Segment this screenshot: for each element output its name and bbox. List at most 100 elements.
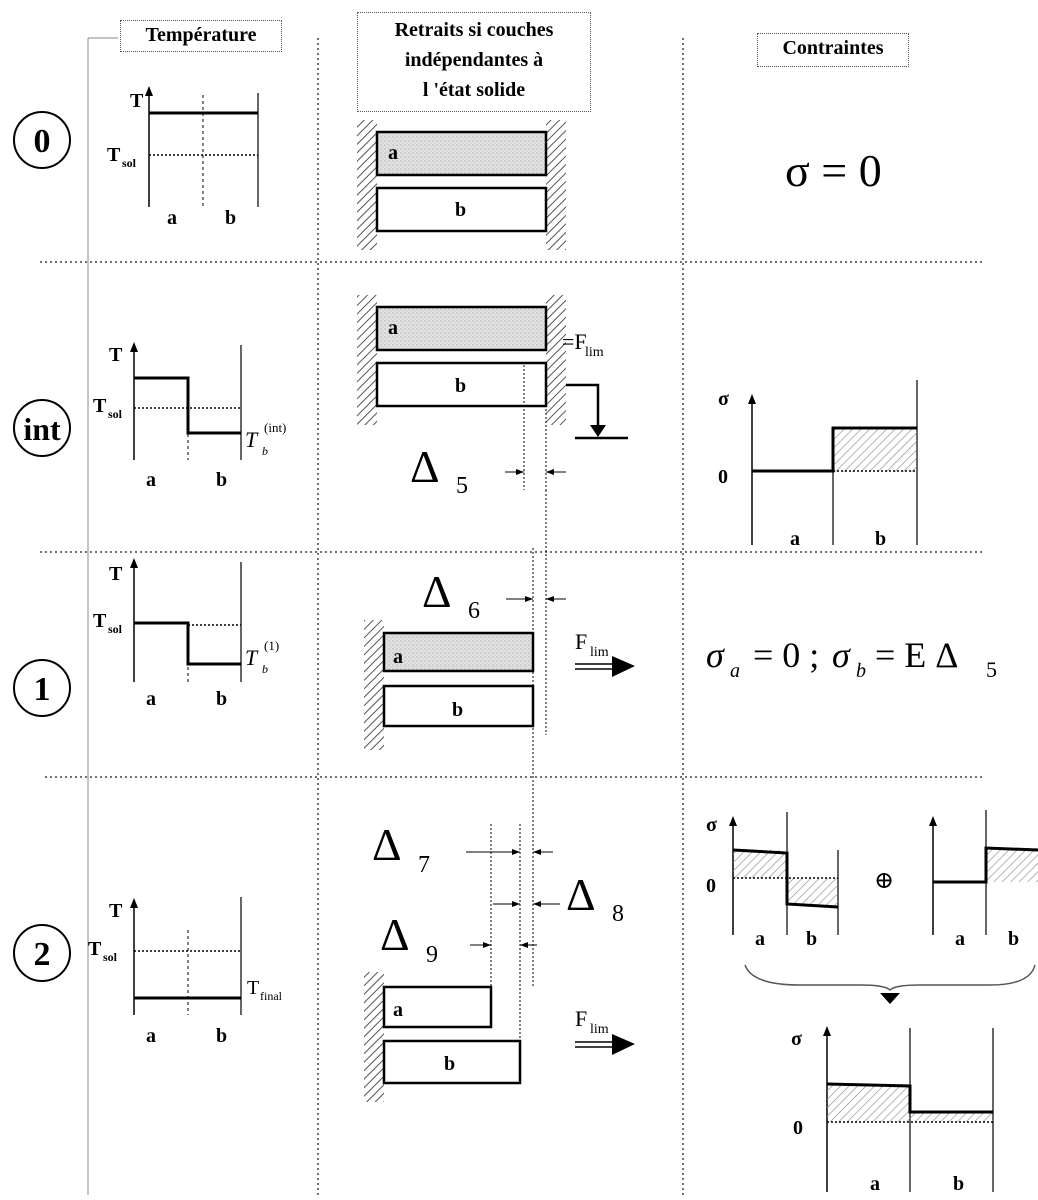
temp-int-Tb-sup: (int) [264,420,286,435]
stress-2l-sigma: σ [706,814,717,836]
temp-int-Tb: T [245,427,259,452]
stress-2l-b: b [806,928,817,950]
row-label-0-text: 0 [34,123,51,160]
retrait-row1 [364,490,635,988]
temp-1-Tsol: T [93,610,107,632]
retrait-2-delta7-sub: 7 [418,852,430,878]
row-label-0: 0 [13,111,71,169]
temp-1-T: T [109,563,123,585]
row-label-int: int [13,399,71,457]
temp-row0-b: b [225,207,236,229]
temp-2-Tfinal-sub: final [260,989,283,1003]
temp-2-T: T [109,900,123,922]
equation-row0: σ = 0 [785,145,882,196]
stress-2r-b: b [1008,928,1019,950]
row-label-2: 2 [13,924,71,982]
retrait-2-delta7: Δ [372,819,402,870]
temp-1-b: b [216,688,227,710]
retrait-int-flim-sub: lim [585,345,604,360]
temp-int-Tsol-sub: sol [108,407,123,421]
temp-plot-row-int [130,342,242,460]
stress-2res-zero: 0 [793,1117,803,1139]
equation-row1: σ a = 0 ; σ b = E Δ 5 [706,635,997,682]
temp-2-Tsol: T [88,938,102,960]
stress-int-sigma: σ [718,388,729,410]
retrait-int-flim: =F [562,329,587,354]
retrait-row0 [357,120,566,250]
oplus-icon: ⊕ [874,868,894,894]
stress-int-a: a [790,528,800,550]
retrait-1-flim-sub: lim [590,645,609,660]
retrait-row0-a: a [388,142,398,164]
retrait-int-b: b [455,375,466,397]
temp-1-Tb-sup: (1) [264,638,279,653]
temp-1-Tb: T [245,645,259,670]
stress-int-b: b [875,528,886,550]
row-label-int-text: int [23,411,61,447]
stress-2l-zero: 0 [706,875,716,897]
eq1-mid: = 0 ; [744,635,828,675]
header-retraits-line-2: indépendantes à [404,49,544,71]
eq1-sigma-b-sub: b [856,660,866,682]
retrait-2-delta9: Δ [380,909,410,960]
stress-2res-a: a [870,1173,880,1195]
stress-2r-a: a [955,928,965,950]
row-label-1-text: 1 [34,671,51,708]
temp-2-Tfinal: T [247,977,259,999]
header-retraits-line-3: l 'état solide [422,79,526,101]
temp-row0-a: a [167,207,177,229]
retrait-2-b: b [444,1053,455,1075]
grid-lines [40,37,985,1195]
retrait-1-delta-sub: 6 [468,598,480,624]
temp-1-Tsol-sub: sol [108,622,123,636]
retrait-2-flim-sub: lim [590,1022,609,1037]
temp-row0-Tsol: T [107,144,121,166]
stress-plot-2-right [929,810,1038,935]
temp-row0-T: T [130,90,144,112]
temp-2-a: a [146,1025,156,1047]
retrait-1-a: a [393,646,403,668]
header-retraits: Retraits si couches indépendantes à l 'é… [357,12,591,112]
retrait-int-delta: Δ [410,441,440,492]
eq1-sigma-a-sub: a [730,660,740,682]
temp-int-b: b [216,469,227,491]
temp-row0-Tsol-sub: sol [122,156,137,170]
stress-plot-2-left [729,812,839,935]
stress-plot-int [748,380,918,545]
retrait-2-flim: F [575,1006,587,1031]
temp-1-Tb-sub: b [262,662,268,676]
header-temperature: Température [120,20,282,52]
header-contraintes: Contraintes [757,33,909,67]
row-label-1: 1 [13,659,71,717]
temp-1-a: a [146,688,156,710]
retrait-row0-b: b [455,199,466,221]
header-retraits-line-1: Retraits si couches [394,19,554,41]
retrait-2-delta8-sub: 8 [612,901,624,927]
temp-int-T: T [109,344,123,366]
temp-plot-row1 [130,558,242,682]
retrait-1-delta: Δ [422,566,452,617]
row-label-2-text: 2 [34,936,51,973]
temp-plot-row0 [145,86,259,207]
retrait-row-int [357,295,628,490]
retrait-1-flim: F [575,629,587,654]
stress-2res-b: b [953,1173,964,1195]
sum-brace [744,964,1036,1004]
stress-2res-sigma: σ [791,1028,802,1050]
retrait-2-a: a [393,999,403,1021]
eq1-sigma-a: σ [706,635,725,675]
temp-int-a: a [146,469,156,491]
temp-plot-row2 [130,897,242,1015]
retrait-2-delta9-sub: 9 [426,942,438,968]
stress-int-zero: 0 [718,466,728,488]
retrait-int-delta-sub: 5 [456,473,468,499]
retrait-1-b: b [452,699,463,721]
stress-2l-a: a [755,928,765,950]
temp-2-Tsol-sub: sol [103,950,118,964]
retrait-2-delta8: Δ [566,869,596,920]
eq1-sigma-b: σ [832,635,851,675]
temp-2-b: b [216,1025,227,1047]
eq1-end: = E Δ [866,635,958,675]
